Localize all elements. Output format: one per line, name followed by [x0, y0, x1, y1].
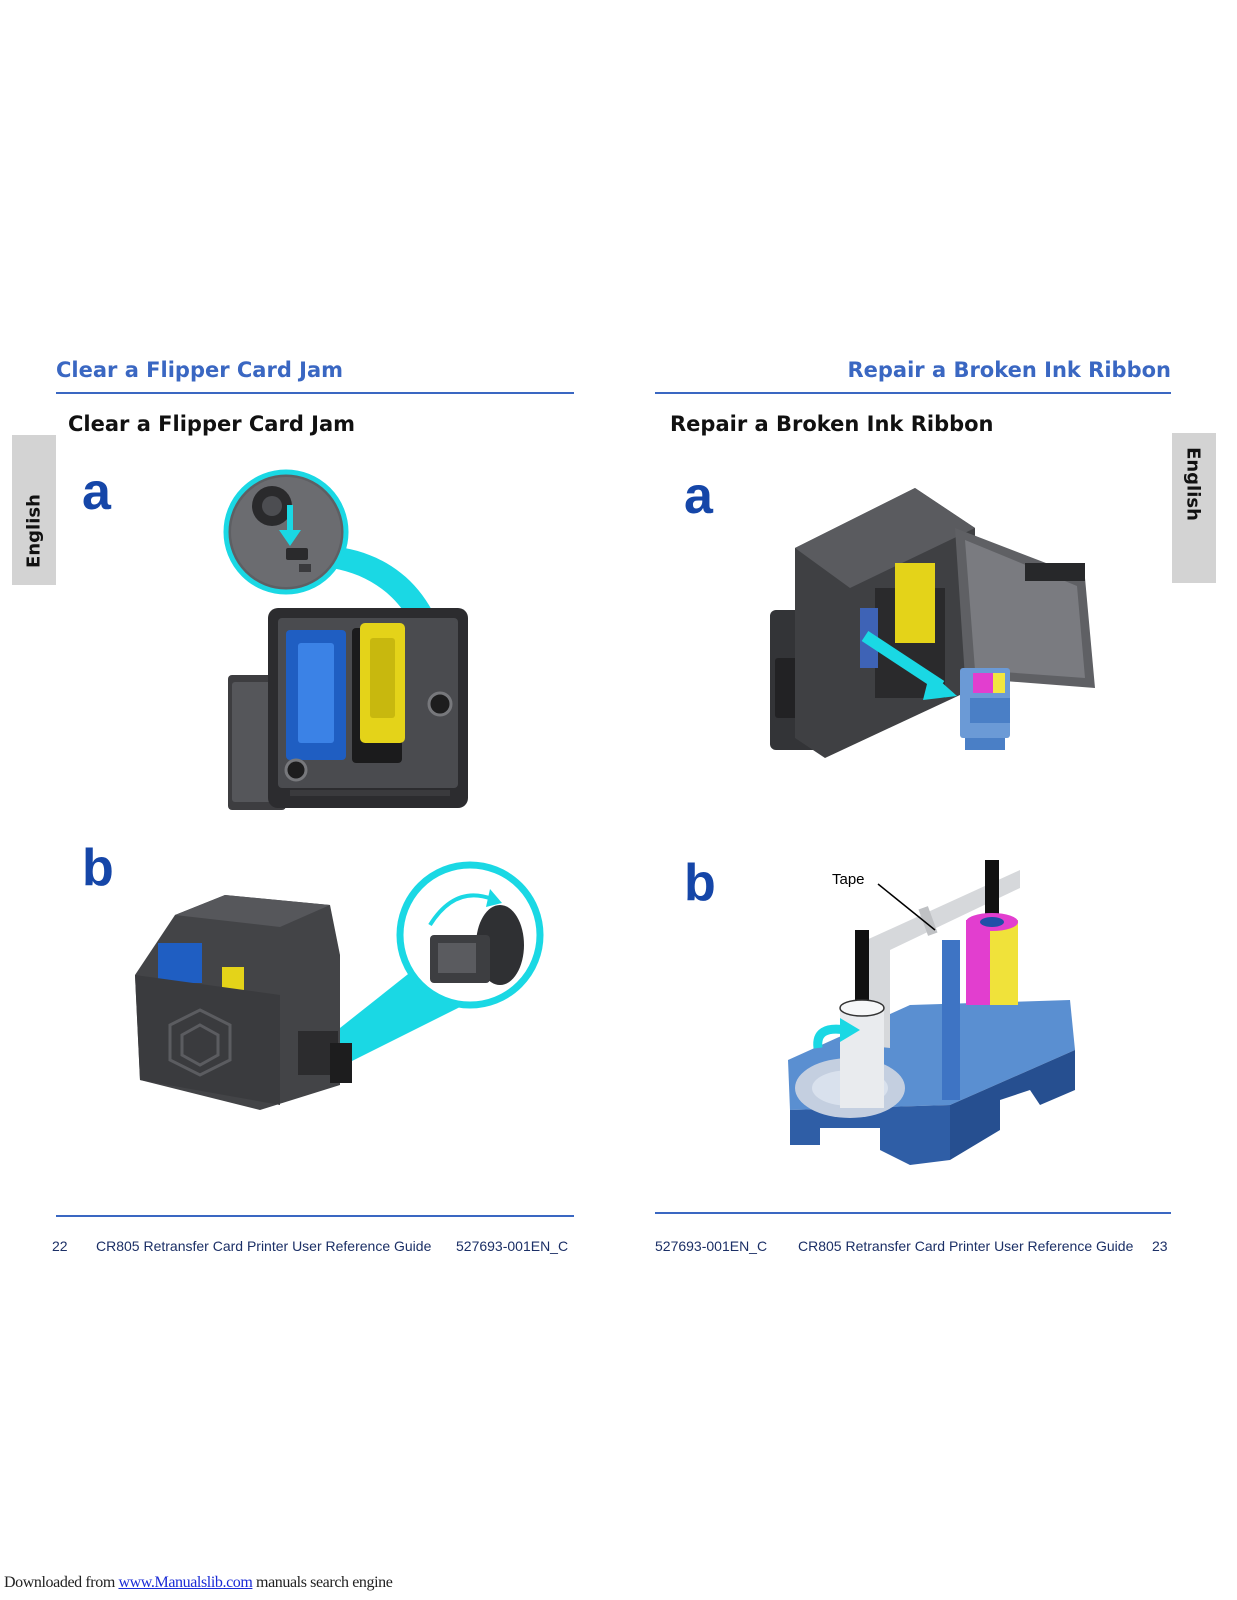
right-footer-rule	[655, 1212, 1171, 1214]
manualslib-link[interactable]: www.Manualslib.com	[118, 1574, 253, 1591]
right-step-b-label: b	[684, 854, 716, 912]
right-section-title: Repair a Broken Ink Ribbon	[670, 412, 994, 436]
right-language-label: English	[1182, 447, 1204, 521]
left-language-label: English	[23, 494, 45, 568]
download-notice-suffix: manuals search engine	[252, 1574, 393, 1591]
left-illustration-b	[135, 861, 544, 1110]
right-illustration-b	[788, 860, 1075, 1165]
right-step-a-label: a	[684, 467, 713, 525]
left-footer-doc-id: 527693-001EN_C	[456, 1238, 569, 1254]
left-illustration-a	[223, 469, 468, 810]
download-notice: Downloaded from www.Manualslib.com manua…	[4, 1574, 393, 1592]
left-footer-page-number: 22	[52, 1238, 68, 1254]
right-running-title: Repair a Broken Ink Ribbon	[847, 358, 1171, 382]
left-step-a-label: a	[82, 463, 111, 521]
right-header-rule	[655, 392, 1171, 394]
left-step-b-label: b	[82, 839, 114, 897]
left-footer-guide-title: CR805 Retransfer Card Printer User Refer…	[96, 1238, 432, 1254]
right-footer-guide-title: CR805 Retransfer Card Printer User Refer…	[798, 1238, 1134, 1254]
right-footer-page-number: 23	[1152, 1238, 1168, 1254]
left-header-rule	[56, 392, 574, 394]
left-language-tab	[12, 435, 56, 585]
download-notice-prefix: Downloaded from	[4, 1574, 119, 1591]
right-illustration-a	[770, 488, 1095, 758]
left-footer-rule	[56, 1215, 574, 1217]
right-footer-doc-id: 527693-001EN_C	[655, 1238, 768, 1254]
left-section-title: Clear a Flipper Card Jam	[68, 412, 356, 436]
right-language-tab	[1172, 433, 1216, 583]
left-running-title: Clear a Flipper Card Jam	[56, 358, 344, 382]
tape-callout-label: Tape	[832, 871, 865, 888]
